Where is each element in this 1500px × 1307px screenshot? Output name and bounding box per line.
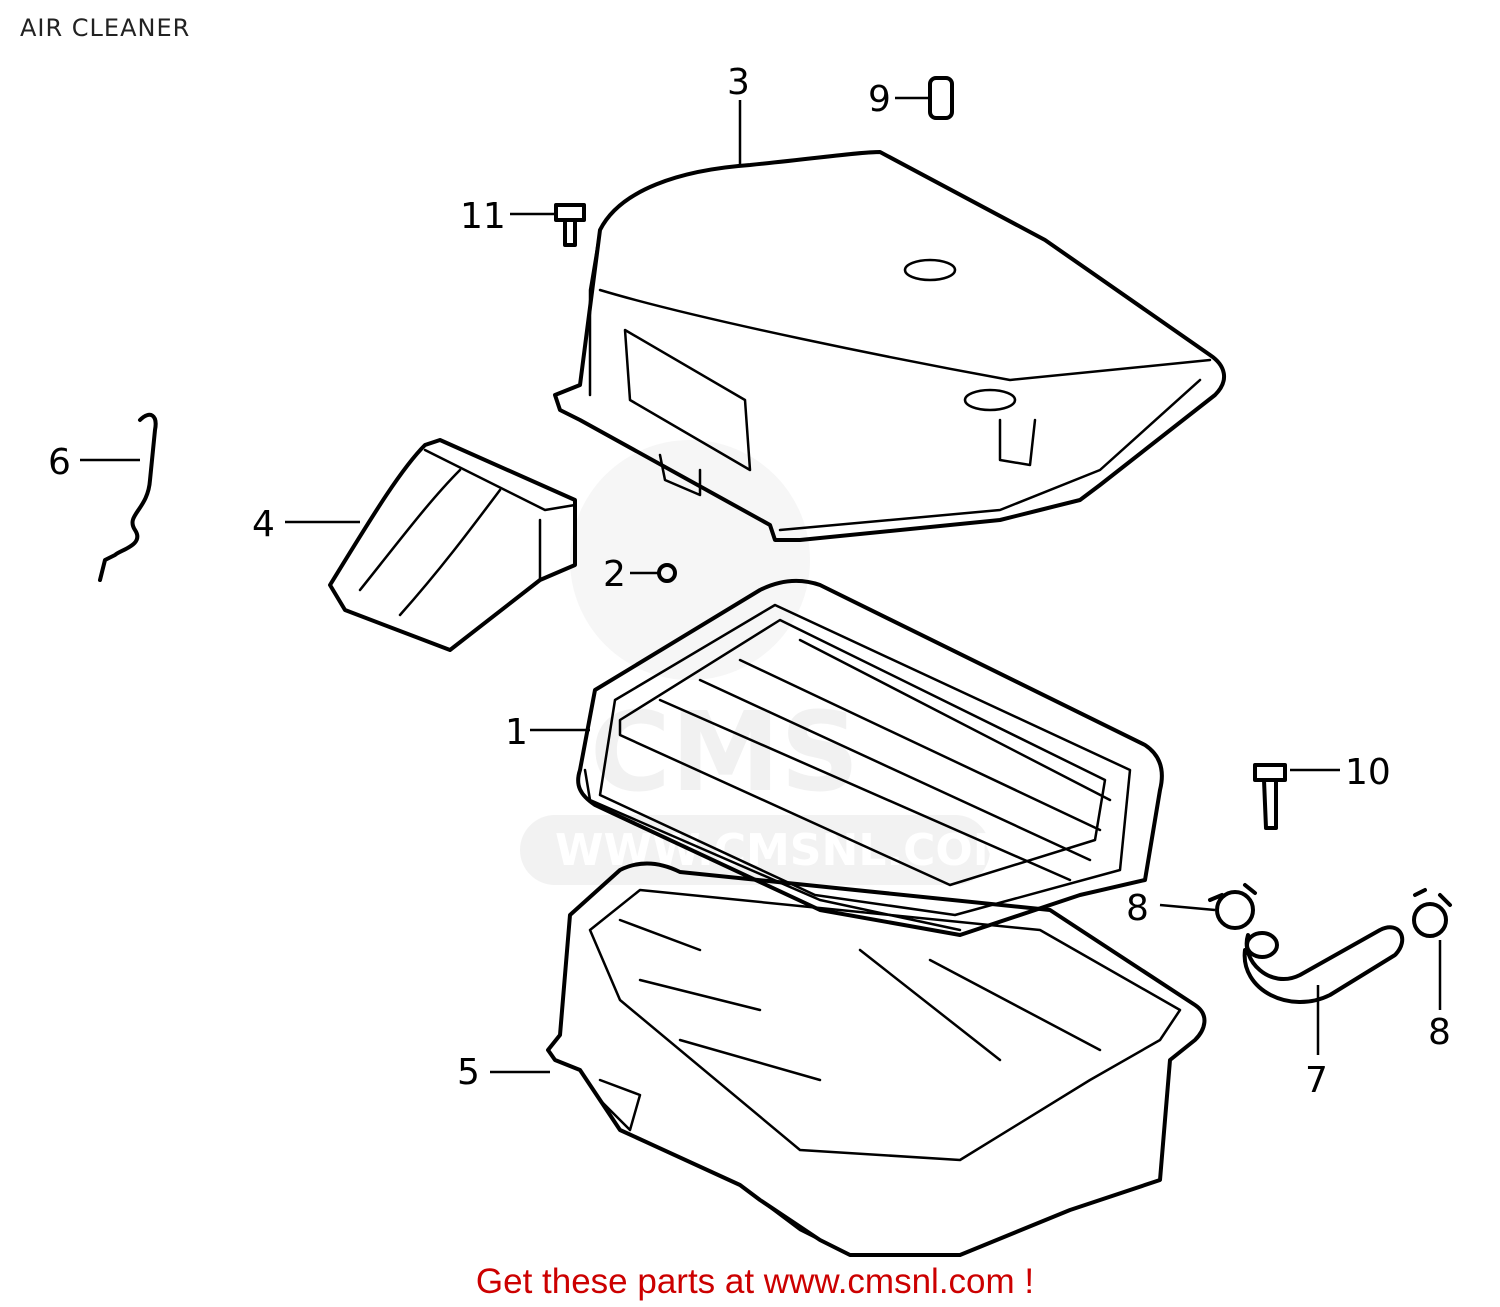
- callout-label-7: 7: [1305, 1060, 1328, 1101]
- wire-clip: [98, 412, 158, 582]
- callout-label-5: 5: [457, 1052, 480, 1093]
- watermark-logo-text: CMS: [590, 688, 859, 816]
- callout-label-1: 1: [505, 712, 528, 753]
- bolt-part: [554, 203, 586, 247]
- diagram-title: AIR CLEANER: [20, 14, 191, 42]
- watermark: CMS WWW.CMSNL.COM: [520, 440, 1017, 885]
- callout-label-8-left: 8: [1126, 888, 1149, 929]
- callout-label-3: 3: [727, 62, 750, 103]
- footer-link-text[interactable]: Get these parts at www.cmsnl.com !: [475, 1262, 1035, 1301]
- drain-tube: [1242, 925, 1405, 1005]
- hose-clamp-left: [1208, 883, 1257, 930]
- air-cleaner-case: [546, 861, 1207, 1257]
- callout-label-6: 6: [48, 442, 71, 483]
- leader-lines: [80, 96, 1442, 1074]
- callout-label-2: 2: [603, 554, 626, 595]
- callout-labels: 3 9 11 6 4 2 1 10 8 8 7 5: [48, 62, 1451, 1101]
- screw-part: [1253, 763, 1287, 830]
- callout-label-8-right: 8: [1428, 1012, 1451, 1053]
- callout-label-9: 9: [868, 79, 891, 120]
- cap-part: [928, 76, 954, 120]
- callout-label-11: 11: [460, 196, 506, 237]
- intake-duct: [328, 438, 577, 652]
- air-cleaner-element: [576, 578, 1164, 937]
- air-cleaner-cover: [553, 150, 1226, 542]
- callout-label-4: 4: [252, 504, 275, 545]
- hose-clamp-right: [1412, 888, 1452, 938]
- callout-label-10: 10: [1345, 752, 1391, 793]
